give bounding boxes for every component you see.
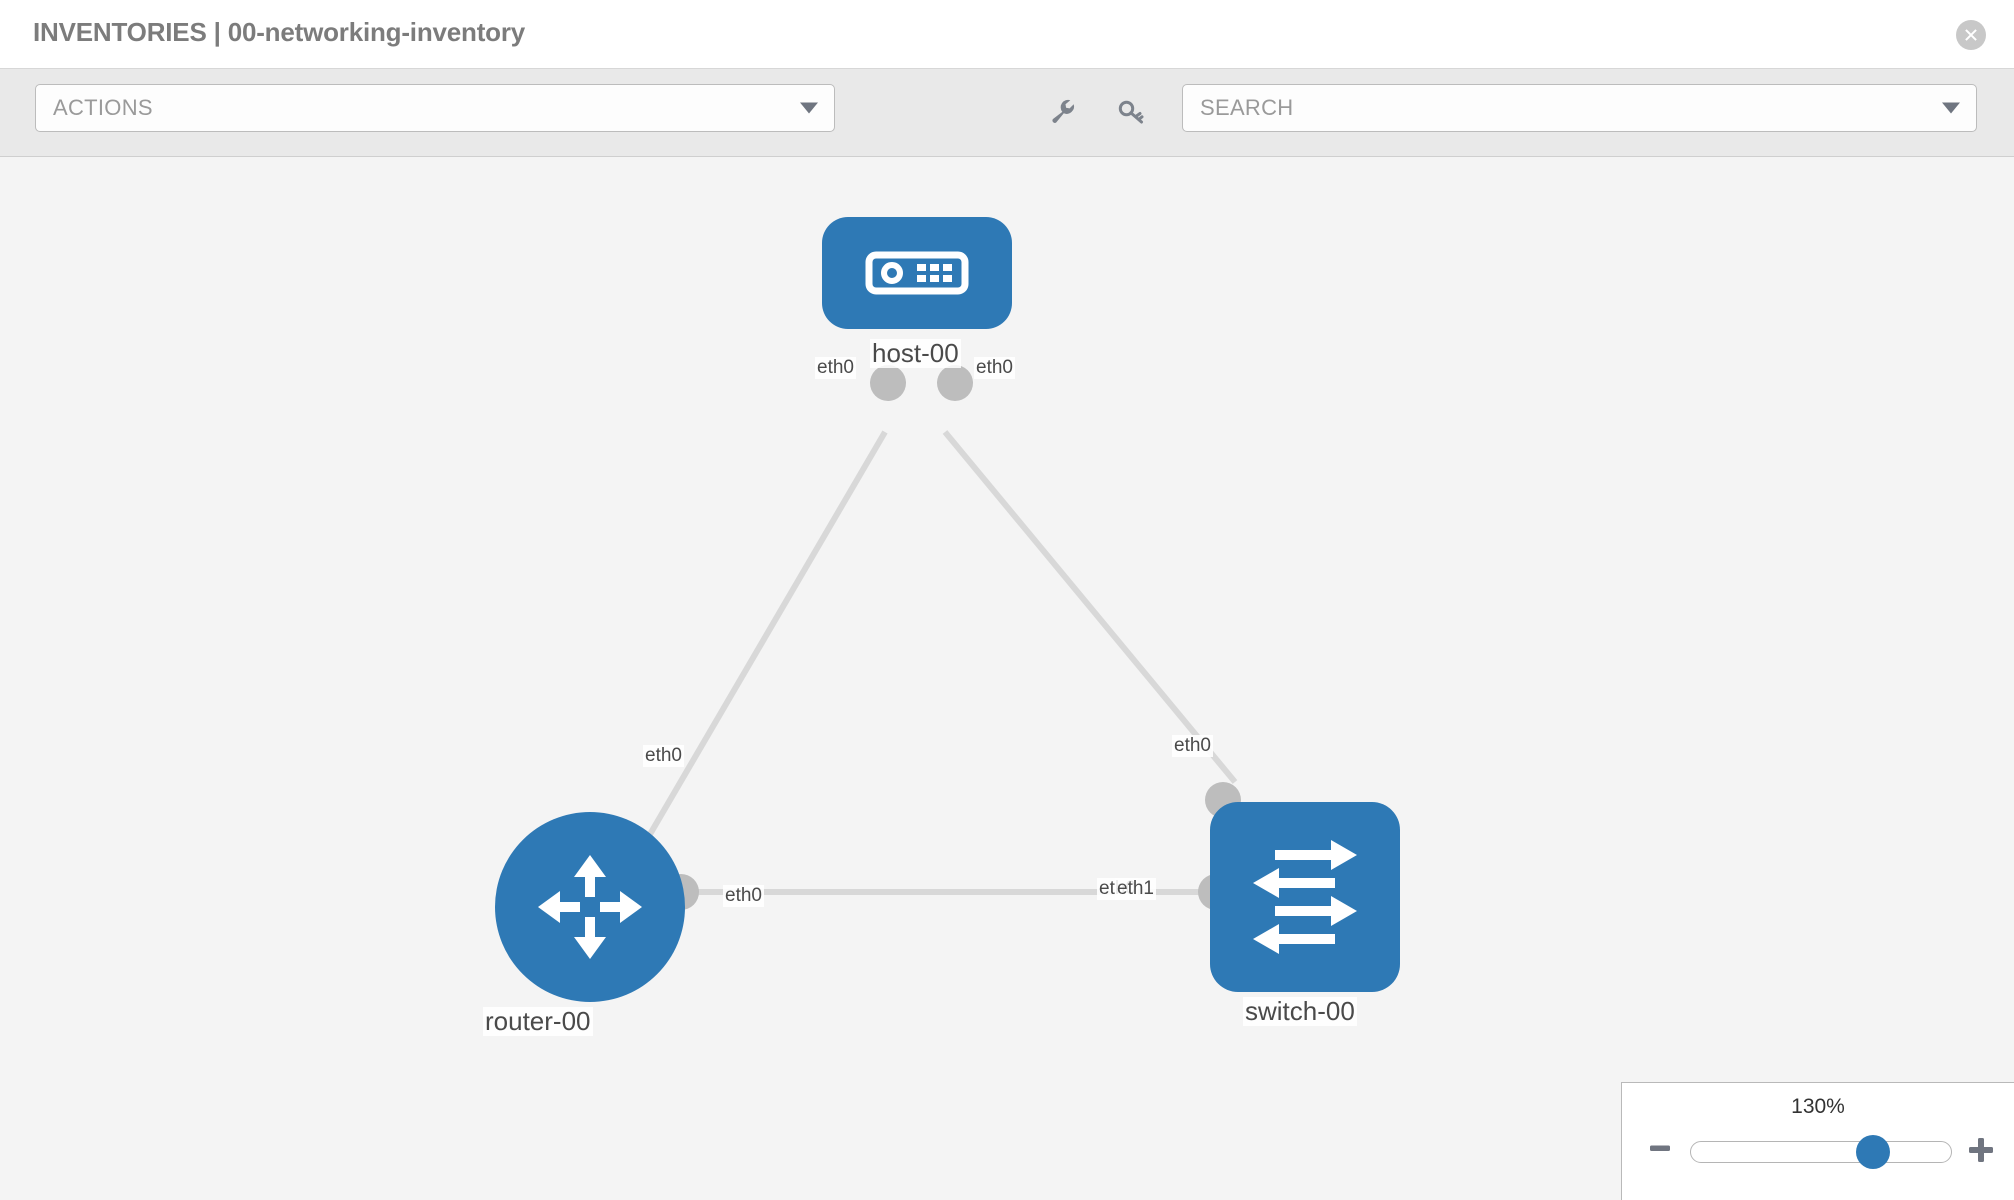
port-host-eth0-left[interactable] (870, 365, 906, 401)
router-arrows-icon (538, 855, 642, 959)
zoom-slider-thumb[interactable] (1856, 1135, 1890, 1169)
iface-label-switch-uplink: eth0 (1172, 735, 1213, 757)
search-placeholder: SEARCH (1200, 95, 1294, 120)
node-switch-00[interactable]: switch-00 (1198, 782, 1410, 1026)
iface-label-host-eth0-right: eth0 (974, 357, 1015, 379)
actions-dropdown[interactable]: ACTIONS (35, 84, 835, 132)
zoom-level-value: 130% (1791, 1095, 1845, 1118)
link-host-switch (942, 430, 1238, 784)
wrench-icon[interactable] (1048, 96, 1078, 126)
node-label-switch-00: switch-00 (1243, 996, 1357, 1026)
chevron-down-icon (1942, 102, 1960, 114)
key-icon[interactable] (1116, 96, 1146, 126)
switch-node-shape[interactable] (1210, 802, 1400, 992)
node-label-host-00: host-00 (870, 338, 961, 368)
port-host-eth0-right[interactable] (937, 365, 973, 401)
page-title: INVENTORIES | 00-networking-inventory (33, 17, 526, 47)
host-node-shape[interactable] (822, 217, 1012, 329)
node-host-00[interactable]: eth0 host-00 eth0 (815, 217, 1015, 417)
zoom-slider[interactable] (1690, 1135, 1952, 1169)
minus-icon[interactable] (1647, 1135, 1673, 1161)
close-icon[interactable] (1956, 20, 1986, 50)
iface-label-router-uplink: eth0 (643, 745, 684, 767)
switch-arrows-icon (1253, 840, 1357, 954)
page-header: INVENTORIES | 00-networking-inventory (0, 0, 2014, 69)
plus-icon[interactable] (1966, 1135, 1996, 1165)
topology-canvas[interactable]: eth0 host-00 eth0 eth0 router-00 (0, 157, 2014, 1200)
link-host-router (622, 430, 888, 879)
server-icon (865, 251, 969, 295)
iface-label-host-eth0-left: eth0 (815, 357, 856, 379)
zoom-control-panel: 130% (1621, 1082, 2014, 1200)
chevron-down-icon (800, 102, 818, 114)
node-label-router-00: router-00 (483, 1006, 593, 1036)
search-input[interactable]: SEARCH (1182, 84, 1977, 132)
iface-label-switch-eth1-over: eth1 (1115, 878, 1156, 900)
iface-label-router-eth0: eth0 (723, 885, 764, 907)
router-node-shape[interactable] (495, 812, 685, 1002)
node-router-00[interactable]: eth0 router-00 (483, 812, 764, 1036)
actions-dropdown-label: ACTIONS (53, 95, 153, 120)
